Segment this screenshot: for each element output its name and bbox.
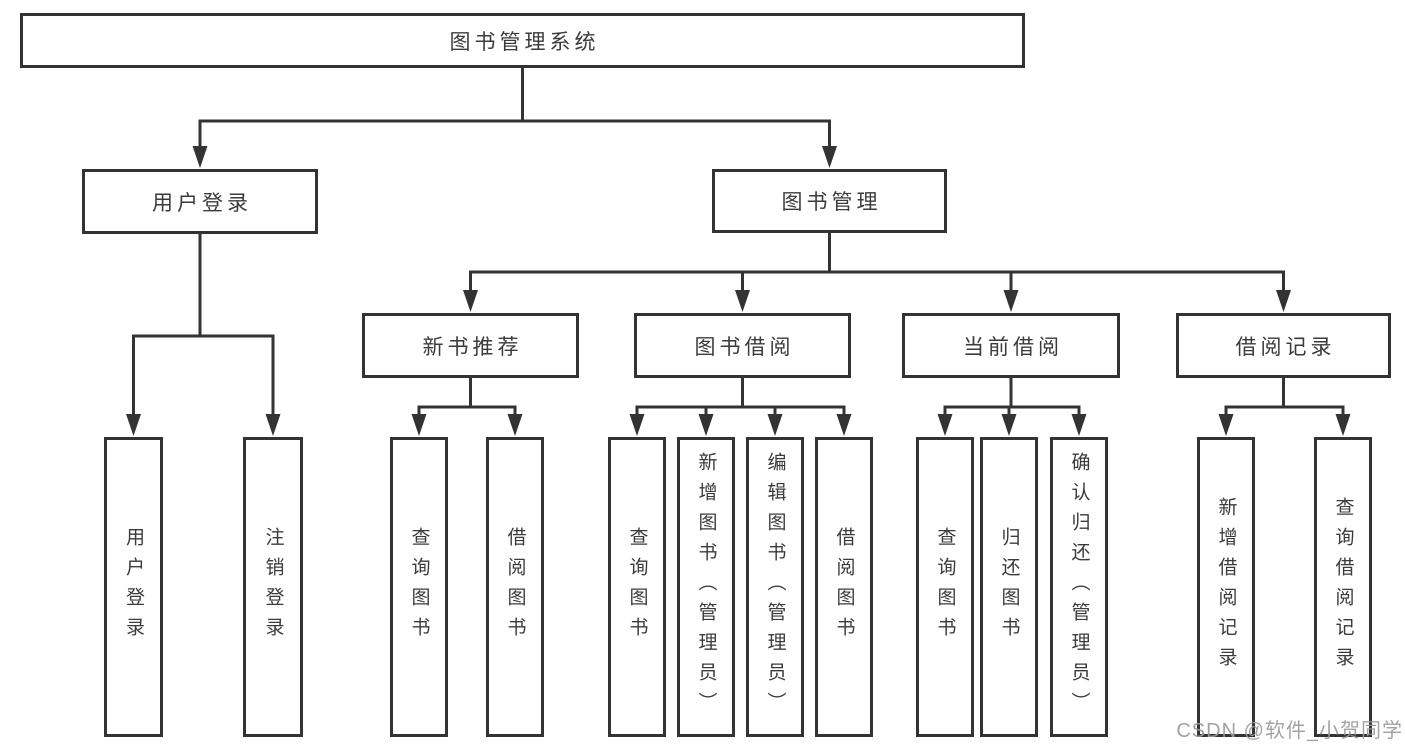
leaf-confirm-return-admin: 确认归还（管理员） — [1050, 437, 1108, 737]
node-current-borrowing: 当前借阅 — [902, 313, 1120, 378]
node-library-management-system: 图书管理系统 — [20, 13, 1025, 68]
node-new-book-recommendation: 新书推荐 — [362, 313, 579, 378]
leaf-query-books-recommend: 查询图书 — [390, 437, 448, 737]
leaf-query-borrow-record: 查询借阅记录 — [1314, 437, 1372, 737]
leaf-query-books-current: 查询图书 — [916, 437, 974, 737]
node-book-borrowing: 图书借阅 — [634, 313, 851, 378]
leaf-add-borrow-record: 新增借阅记录 — [1197, 437, 1255, 737]
leaf-borrow-books-recommend: 借阅图书 — [486, 437, 544, 737]
leaf-return-books: 归还图书 — [980, 437, 1038, 737]
leaf-add-book-admin: 新增图书（管理员） — [677, 437, 735, 737]
leaf-query-books-borrowing: 查询图书 — [608, 437, 666, 737]
leaf-edit-book-admin: 编辑图书（管理员） — [746, 437, 804, 737]
leaf-user-login: 用户登录 — [104, 437, 163, 737]
leaf-logout-login: 注销登录 — [243, 437, 303, 737]
node-book-management: 图书管理 — [712, 169, 947, 233]
leaf-borrow-books-borrowing: 借阅图书 — [815, 437, 873, 737]
csdn-watermark: CSDN @软件_小贺同学 — [1176, 720, 1403, 742]
node-user-login: 用户登录 — [82, 169, 318, 234]
node-borrowing-records: 借阅记录 — [1176, 313, 1391, 378]
